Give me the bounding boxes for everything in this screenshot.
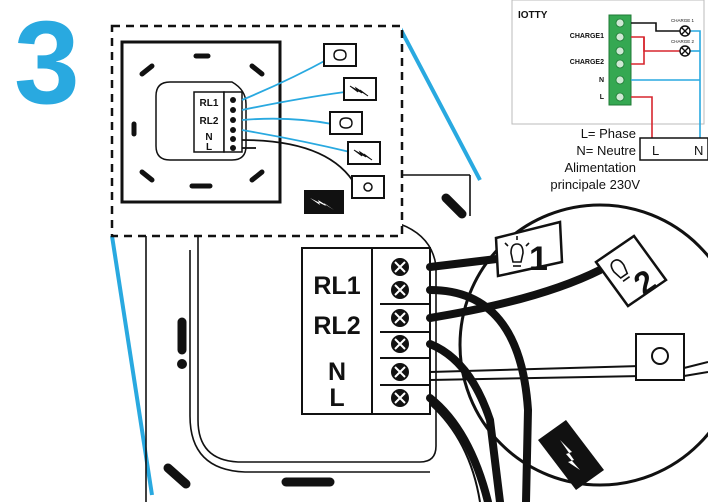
inset-bulb2	[329, 111, 363, 135]
terminal-label-n: N	[328, 358, 346, 386]
inset-flash-black	[304, 190, 344, 214]
flash-icon	[560, 440, 580, 470]
inset-flash2	[347, 141, 381, 165]
inset-label-l: L	[206, 142, 212, 153]
module-brand: IOTTY	[518, 10, 548, 21]
flash-icon	[310, 198, 334, 210]
main-terminal-block: RL1 RL2 N L	[301, 247, 431, 415]
legend: L= Phase N= Neutre Alimentation principa…	[550, 126, 640, 192]
legend-phase: L= Phase	[581, 126, 636, 141]
inset-label-rl2: RL2	[200, 116, 219, 127]
bulb-icon	[504, 236, 530, 267]
supply-l-label: L	[652, 143, 659, 158]
inset-label-rl1: RL1	[200, 98, 219, 109]
inset-wire-neutral	[241, 139, 357, 187]
inset-switch	[351, 175, 385, 199]
bulb-icon	[610, 259, 631, 282]
zoom-circle	[458, 203, 708, 487]
module-n: N	[599, 77, 604, 84]
module-lamp2-label: CHARGE 2	[671, 39, 695, 44]
module-lamp1-label: CHARGE 1	[671, 18, 695, 23]
module-charge1: CHARGE1	[570, 33, 604, 40]
terminal-label-l: L	[329, 384, 344, 412]
legend-alim-line1: Alimentation	[564, 160, 636, 175]
bulb-icon	[339, 117, 353, 129]
legend-neutre: N= Neutre	[576, 143, 636, 158]
legend-alim-line2: principale 230V	[550, 177, 640, 192]
terminal-label-rl2: RL2	[313, 312, 360, 340]
iotty-module: IOTTY CHARGE1 CHARGE2 N L CHARGE 1 CHARG…	[511, 0, 705, 140]
bulb1-tag: 1	[494, 220, 564, 278]
plate-slots	[163, 193, 467, 489]
inset-flash1	[343, 77, 377, 101]
supply-box: L N	[639, 137, 708, 161]
step-number: 3	[14, 0, 80, 129]
inset-device: RL1 RL2 N L	[120, 40, 282, 204]
inset-bulb1	[323, 43, 357, 67]
terminal-screws	[380, 258, 430, 407]
flash-icon	[353, 149, 373, 161]
module-charge2: CHARGE2	[570, 59, 604, 66]
lamp-icon	[679, 25, 691, 57]
flash-tag	[538, 420, 604, 490]
zoom-line-top	[398, 27, 482, 181]
main-wires	[426, 254, 604, 502]
bulb2-tag: 2	[594, 234, 668, 308]
bulb-icon	[333, 49, 347, 61]
supply-n-label: N	[694, 143, 703, 158]
inset-label-n: N	[205, 132, 212, 143]
inset-wires	[241, 57, 351, 153]
wall-box	[145, 174, 471, 502]
switch-icon	[635, 333, 708, 381]
flash-icon	[349, 85, 369, 97]
bulb1-number: 1	[529, 240, 548, 278]
module-l: L	[600, 94, 605, 101]
terminal-label-rl1: RL1	[313, 272, 360, 300]
